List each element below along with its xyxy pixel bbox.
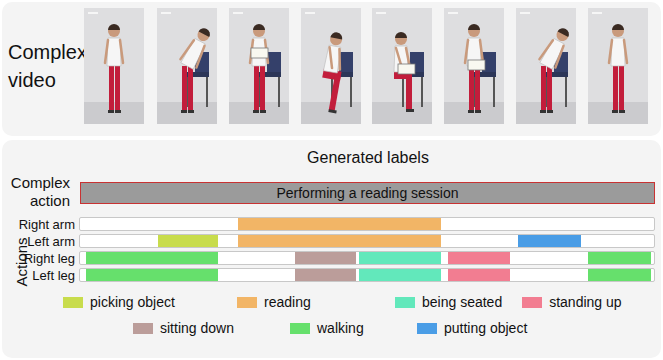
panel-title: Generated labels (268, 149, 468, 167)
action-segment (295, 269, 356, 281)
action-segment (238, 218, 441, 230)
complex-action-bar: Performing a reading session (80, 182, 655, 204)
legend-text: standing up (549, 293, 621, 311)
action-track: Right arm (79, 217, 655, 231)
action-segment (518, 235, 581, 247)
action-segment (295, 252, 356, 264)
action-segment (238, 235, 441, 247)
legend-item: standing up (522, 293, 621, 311)
axis-heading: Actions (13, 232, 31, 292)
legend-item: putting object (417, 319, 527, 337)
action-segment (86, 252, 218, 264)
legend-swatch (63, 297, 83, 308)
action-segment (158, 235, 218, 247)
track-label: Left leg (32, 268, 75, 283)
legend-text: reading (264, 293, 311, 311)
action-segment (86, 269, 218, 281)
legend-text: being seated (422, 293, 502, 311)
legend-text: picking object (90, 293, 175, 311)
track-label: Right arm (19, 217, 75, 232)
panel-title: Complex video (8, 38, 82, 94)
action-track: Left arm (79, 234, 655, 248)
action-segment (448, 252, 510, 264)
legend-swatch (290, 323, 310, 334)
action-segment (588, 269, 651, 281)
action-segment (588, 252, 651, 264)
row-heading: Complex action (6, 174, 70, 210)
legend-swatch (417, 323, 437, 334)
track-label: Left arm (27, 234, 75, 249)
legend-item: sitting down (133, 319, 234, 337)
action-track: Right leg (79, 251, 655, 265)
legend-swatch (395, 297, 415, 308)
action-segment (359, 252, 441, 264)
complex-action-text: Performing a reading session (276, 185, 458, 201)
track-label: Right leg (24, 251, 75, 266)
legend-text: walking (317, 319, 364, 337)
action-segment (448, 269, 510, 281)
legend-swatch (522, 297, 542, 308)
action-track: Left leg (79, 268, 655, 282)
legend-text: putting object (444, 319, 527, 337)
action-segment (359, 269, 441, 281)
legend-swatch (133, 323, 153, 334)
legend-item: being seated (395, 293, 502, 311)
legend-item: walking (290, 319, 364, 337)
legend-item: reading (237, 293, 311, 311)
legend-text: sitting down (160, 319, 234, 337)
legend-item: picking object (63, 293, 175, 311)
video-panel: Complex video (2, 2, 661, 136)
legend-swatch (237, 297, 257, 308)
